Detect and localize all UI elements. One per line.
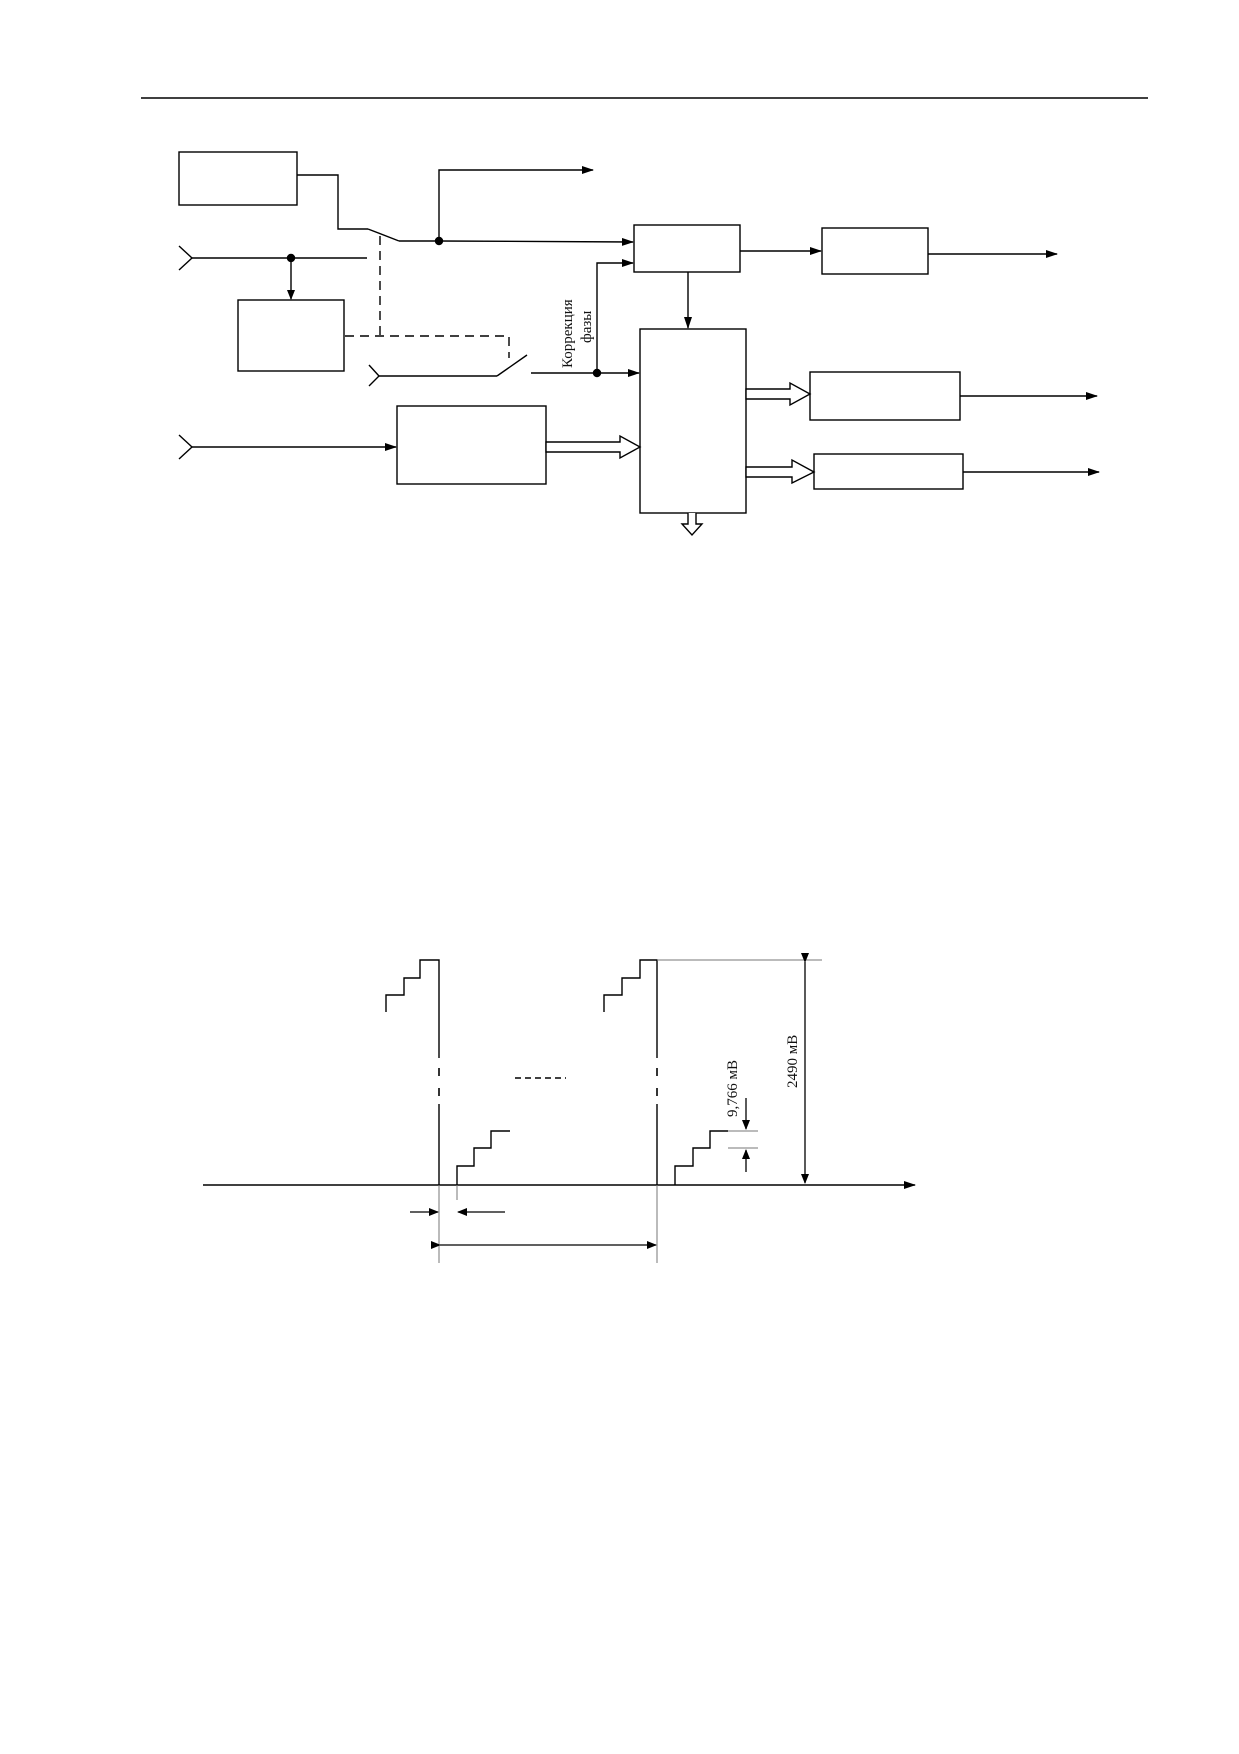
input-connector-1 bbox=[178, 245, 194, 271]
block-right-lower bbox=[813, 453, 964, 490]
staircase-top-1 bbox=[385, 959, 440, 1058]
block-top-left bbox=[178, 151, 298, 206]
staircase-bottom-2 bbox=[674, 1130, 728, 1185]
staircase-bottom-1 bbox=[456, 1130, 510, 1185]
block-diagram bbox=[178, 151, 1100, 537]
dimension-lines bbox=[438, 959, 822, 1263]
step-size-label: 9,766 мВ bbox=[725, 1060, 741, 1117]
full-scale-label: 2490 мВ bbox=[785, 1035, 801, 1088]
bus-arrow-out-2 bbox=[745, 458, 816, 485]
input-connector-3 bbox=[178, 434, 194, 460]
block-right-upper bbox=[809, 371, 961, 421]
bus-arrow-in bbox=[545, 434, 642, 460]
input-connector-2 bbox=[368, 364, 380, 387]
block-middle-left bbox=[237, 299, 345, 372]
switch-1 bbox=[367, 228, 400, 242]
staircase-diagram bbox=[203, 959, 916, 1189]
block-central-large bbox=[639, 328, 747, 514]
block-upper-center bbox=[633, 224, 741, 273]
block-upper-right bbox=[821, 227, 929, 275]
staircase-top-2 bbox=[603, 959, 658, 1058]
block-input-lower bbox=[396, 405, 547, 485]
bus-arrow-out-1 bbox=[745, 381, 812, 407]
phase-correction-label-1: Коррекция bbox=[560, 299, 576, 368]
bus-arrow-down bbox=[680, 513, 704, 537]
phase-correction-label-2: фазы bbox=[579, 311, 595, 343]
switch-2 bbox=[496, 354, 528, 377]
